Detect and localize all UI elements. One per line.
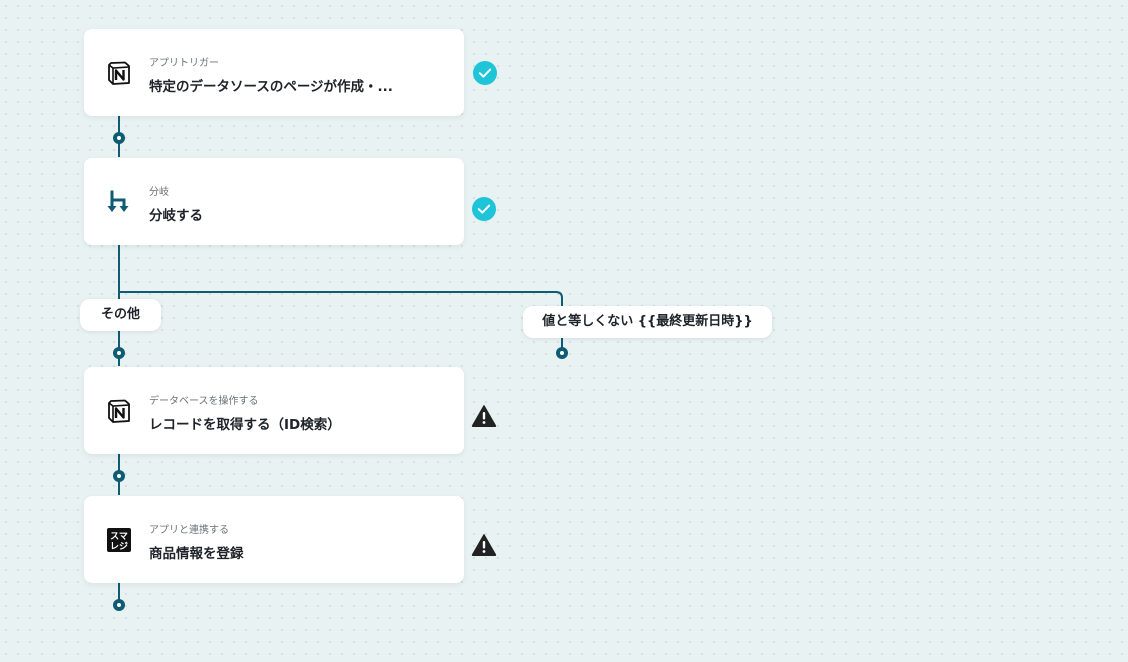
smaregi-icon: スマ レジ [106, 527, 132, 553]
add-step-connector[interactable] [112, 468, 126, 482]
notion-icon [106, 398, 132, 424]
smaregi-icon-text-bottom: レジ [110, 541, 128, 552]
smaregi-icon-text-top: スマ [110, 531, 128, 542]
step-card-smaregi[interactable]: スマ レジ アプリと連携する 商品情報を登録 [84, 496, 464, 583]
step-title: 分岐する [149, 208, 203, 224]
add-step-connector[interactable] [112, 597, 126, 611]
step-card-trigger[interactable]: アプリトリガー 特定のデータソースのページが作成・... [84, 29, 464, 116]
branch-label-other[interactable]: その他 [80, 299, 161, 331]
step-card-branch[interactable]: 分岐 分岐する [84, 158, 464, 245]
step-title: 商品情報を登録 [149, 546, 244, 562]
step-type-label: アプリトリガー [149, 58, 219, 69]
add-step-connector[interactable] [112, 130, 126, 144]
step-type-label: 分岐 [149, 187, 169, 198]
step-title: レコードを取得する（ID検索） [149, 417, 341, 433]
warning-icon [471, 403, 497, 429]
step-title: 特定のデータソースのページが作成・... [149, 79, 393, 95]
step-card-database[interactable]: データベースを操作する レコードを取得する（ID検索） [84, 367, 464, 454]
add-step-connector[interactable] [112, 345, 126, 359]
check-icon [471, 196, 497, 222]
branch-icon [106, 189, 132, 215]
step-type-label: アプリと連携する [149, 525, 229, 536]
add-step-connector[interactable] [555, 345, 569, 359]
notion-icon [106, 60, 132, 86]
check-icon [472, 60, 498, 86]
branch-label-condition[interactable]: 値と等しくない {{最終更新日時}} [523, 306, 772, 338]
warning-icon [471, 532, 497, 558]
step-type-label: データベースを操作する [149, 396, 259, 407]
